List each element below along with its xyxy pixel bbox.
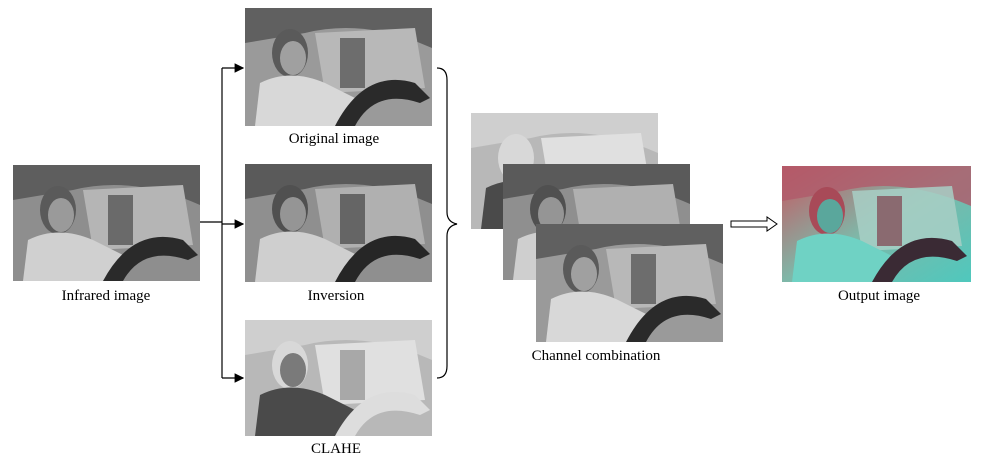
inversion-image: [245, 164, 432, 282]
clahe-image: [245, 320, 432, 436]
label-channel-combination: Channel combination: [531, 348, 661, 364]
clahe-driver-picture: [245, 320, 432, 436]
label-output-image: Output image: [837, 288, 921, 304]
label-clahe: CLAHE: [311, 441, 361, 457]
infrared-image: [13, 165, 200, 281]
output-image: [782, 166, 971, 282]
channel-stack-original: [536, 224, 723, 342]
combine-brace: [436, 67, 458, 379]
label-inversion: Inversion: [307, 288, 365, 304]
output-driver-picture: [782, 166, 971, 282]
infrared-driver-picture: [13, 165, 200, 281]
label-infrared-image: Infrared image: [61, 288, 151, 304]
original-image: [245, 8, 432, 126]
hollow-arrow-to-output: [730, 216, 778, 232]
original-driver-picture: [245, 8, 432, 126]
inversion-driver-picture: [245, 164, 432, 282]
label-original-image: Original image: [288, 131, 380, 147]
